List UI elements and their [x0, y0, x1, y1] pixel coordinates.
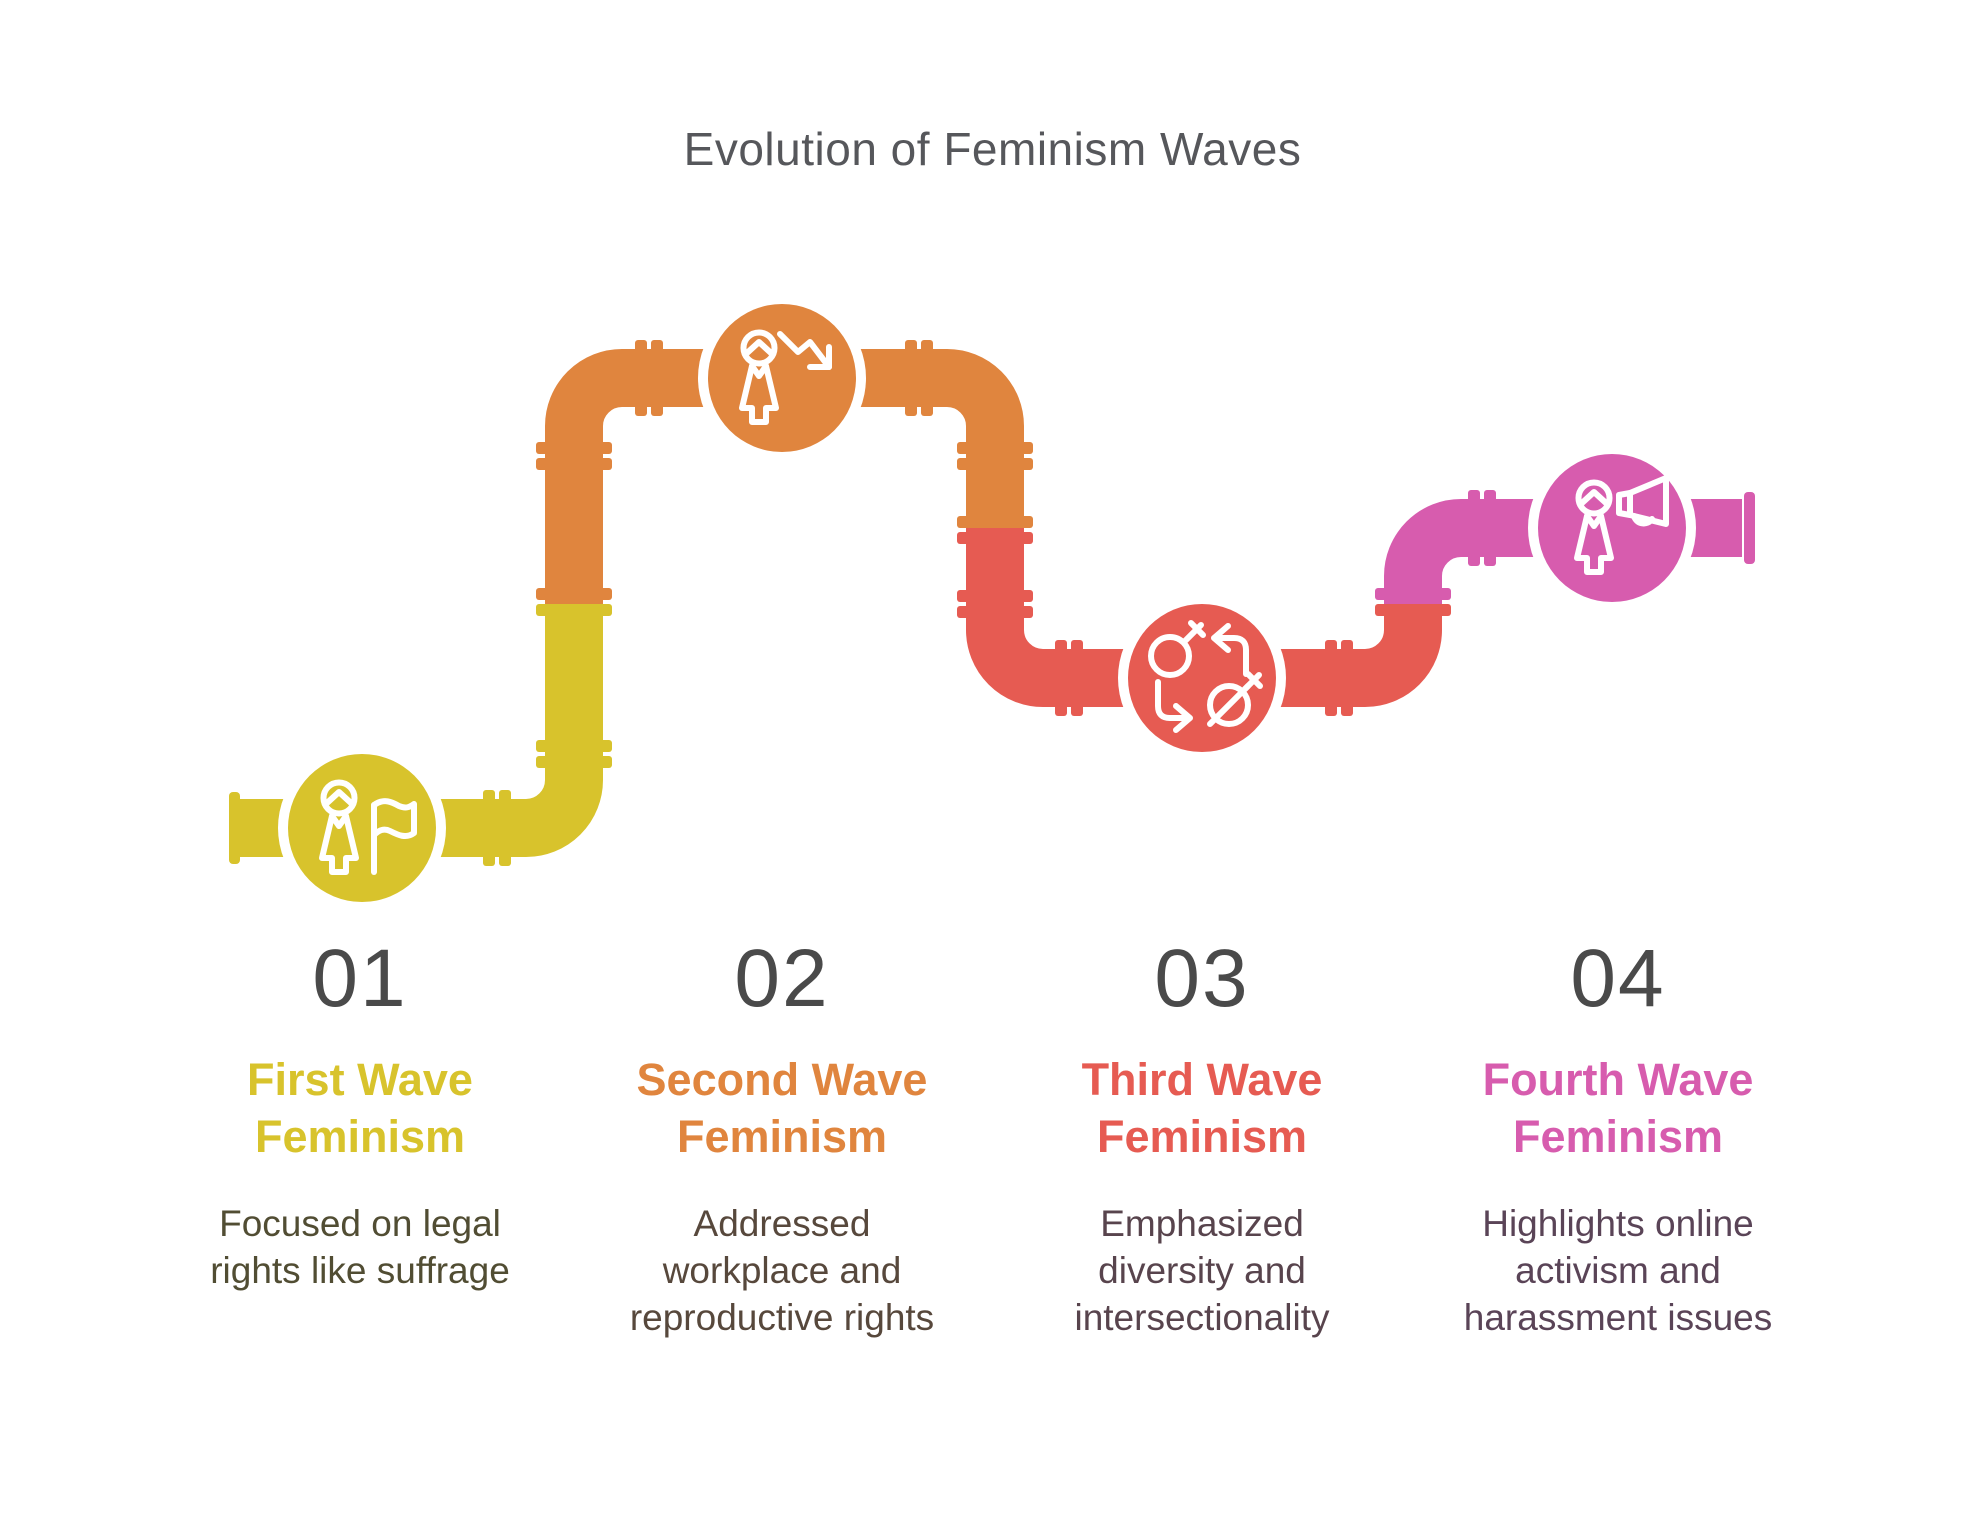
stage-2-number: 02: [734, 933, 830, 1024]
stage-3-number: 03: [1154, 933, 1250, 1024]
stage-1-title: First Wave Feminism: [247, 1054, 473, 1162]
stage-4-description: Highlights online activism and harassmen…: [1463, 1203, 1773, 1339]
stage-4-node: [1528, 444, 1696, 612]
stage-2-column: 02 Second Wave Feminism Addressed workpl…: [552, 938, 1012, 1342]
stage-2-description: Addressed workplace and reproductive rig…: [629, 1203, 935, 1339]
pipe-end-cap-left: [229, 792, 240, 864]
stage-3-title: Third Wave Feminism: [1081, 1054, 1323, 1162]
stage-4-title: Fourth Wave Feminism: [1482, 1054, 1754, 1162]
pipe-flange-rings: [483, 340, 1496, 866]
stage-4-number: 04: [1570, 933, 1666, 1024]
stage-4-column: 04 Fourth Wave Feminism Highlights onlin…: [1388, 938, 1848, 1342]
pipe-segment-pink: [1384, 499, 1742, 612]
stage-2-title: Second Wave Feminism: [636, 1054, 928, 1162]
gender-diversity-icon: [1148, 620, 1263, 733]
stage-1-number: 01: [312, 933, 408, 1024]
stage-3-description: Emphasized diversity and intersectionali…: [1074, 1203, 1330, 1339]
stage-2-node: [698, 294, 866, 462]
stage-4-circle: [1538, 454, 1686, 602]
stage-3-node: [1118, 594, 1286, 762]
pipe-end-cap-right: [1744, 492, 1755, 564]
stage-1-description: Focused on legal rights like suffrage: [210, 1203, 510, 1292]
stage-1-node: [278, 744, 446, 912]
woman-with-flag-icon: [319, 779, 417, 875]
stage-3-column: 03 Third Wave Feminism Emphasized divers…: [972, 938, 1432, 1342]
stage-1-column: 01 First Wave Feminism Focused on legal …: [130, 938, 590, 1295]
woman-declining-arrow-icon: [739, 329, 832, 425]
page-title: Evolution of Feminism Waves: [683, 123, 1302, 175]
pipe-segment-yellow: [240, 600, 603, 857]
stage-2-circle: [708, 304, 856, 452]
woman-megaphone-icon: [1574, 475, 1669, 575]
